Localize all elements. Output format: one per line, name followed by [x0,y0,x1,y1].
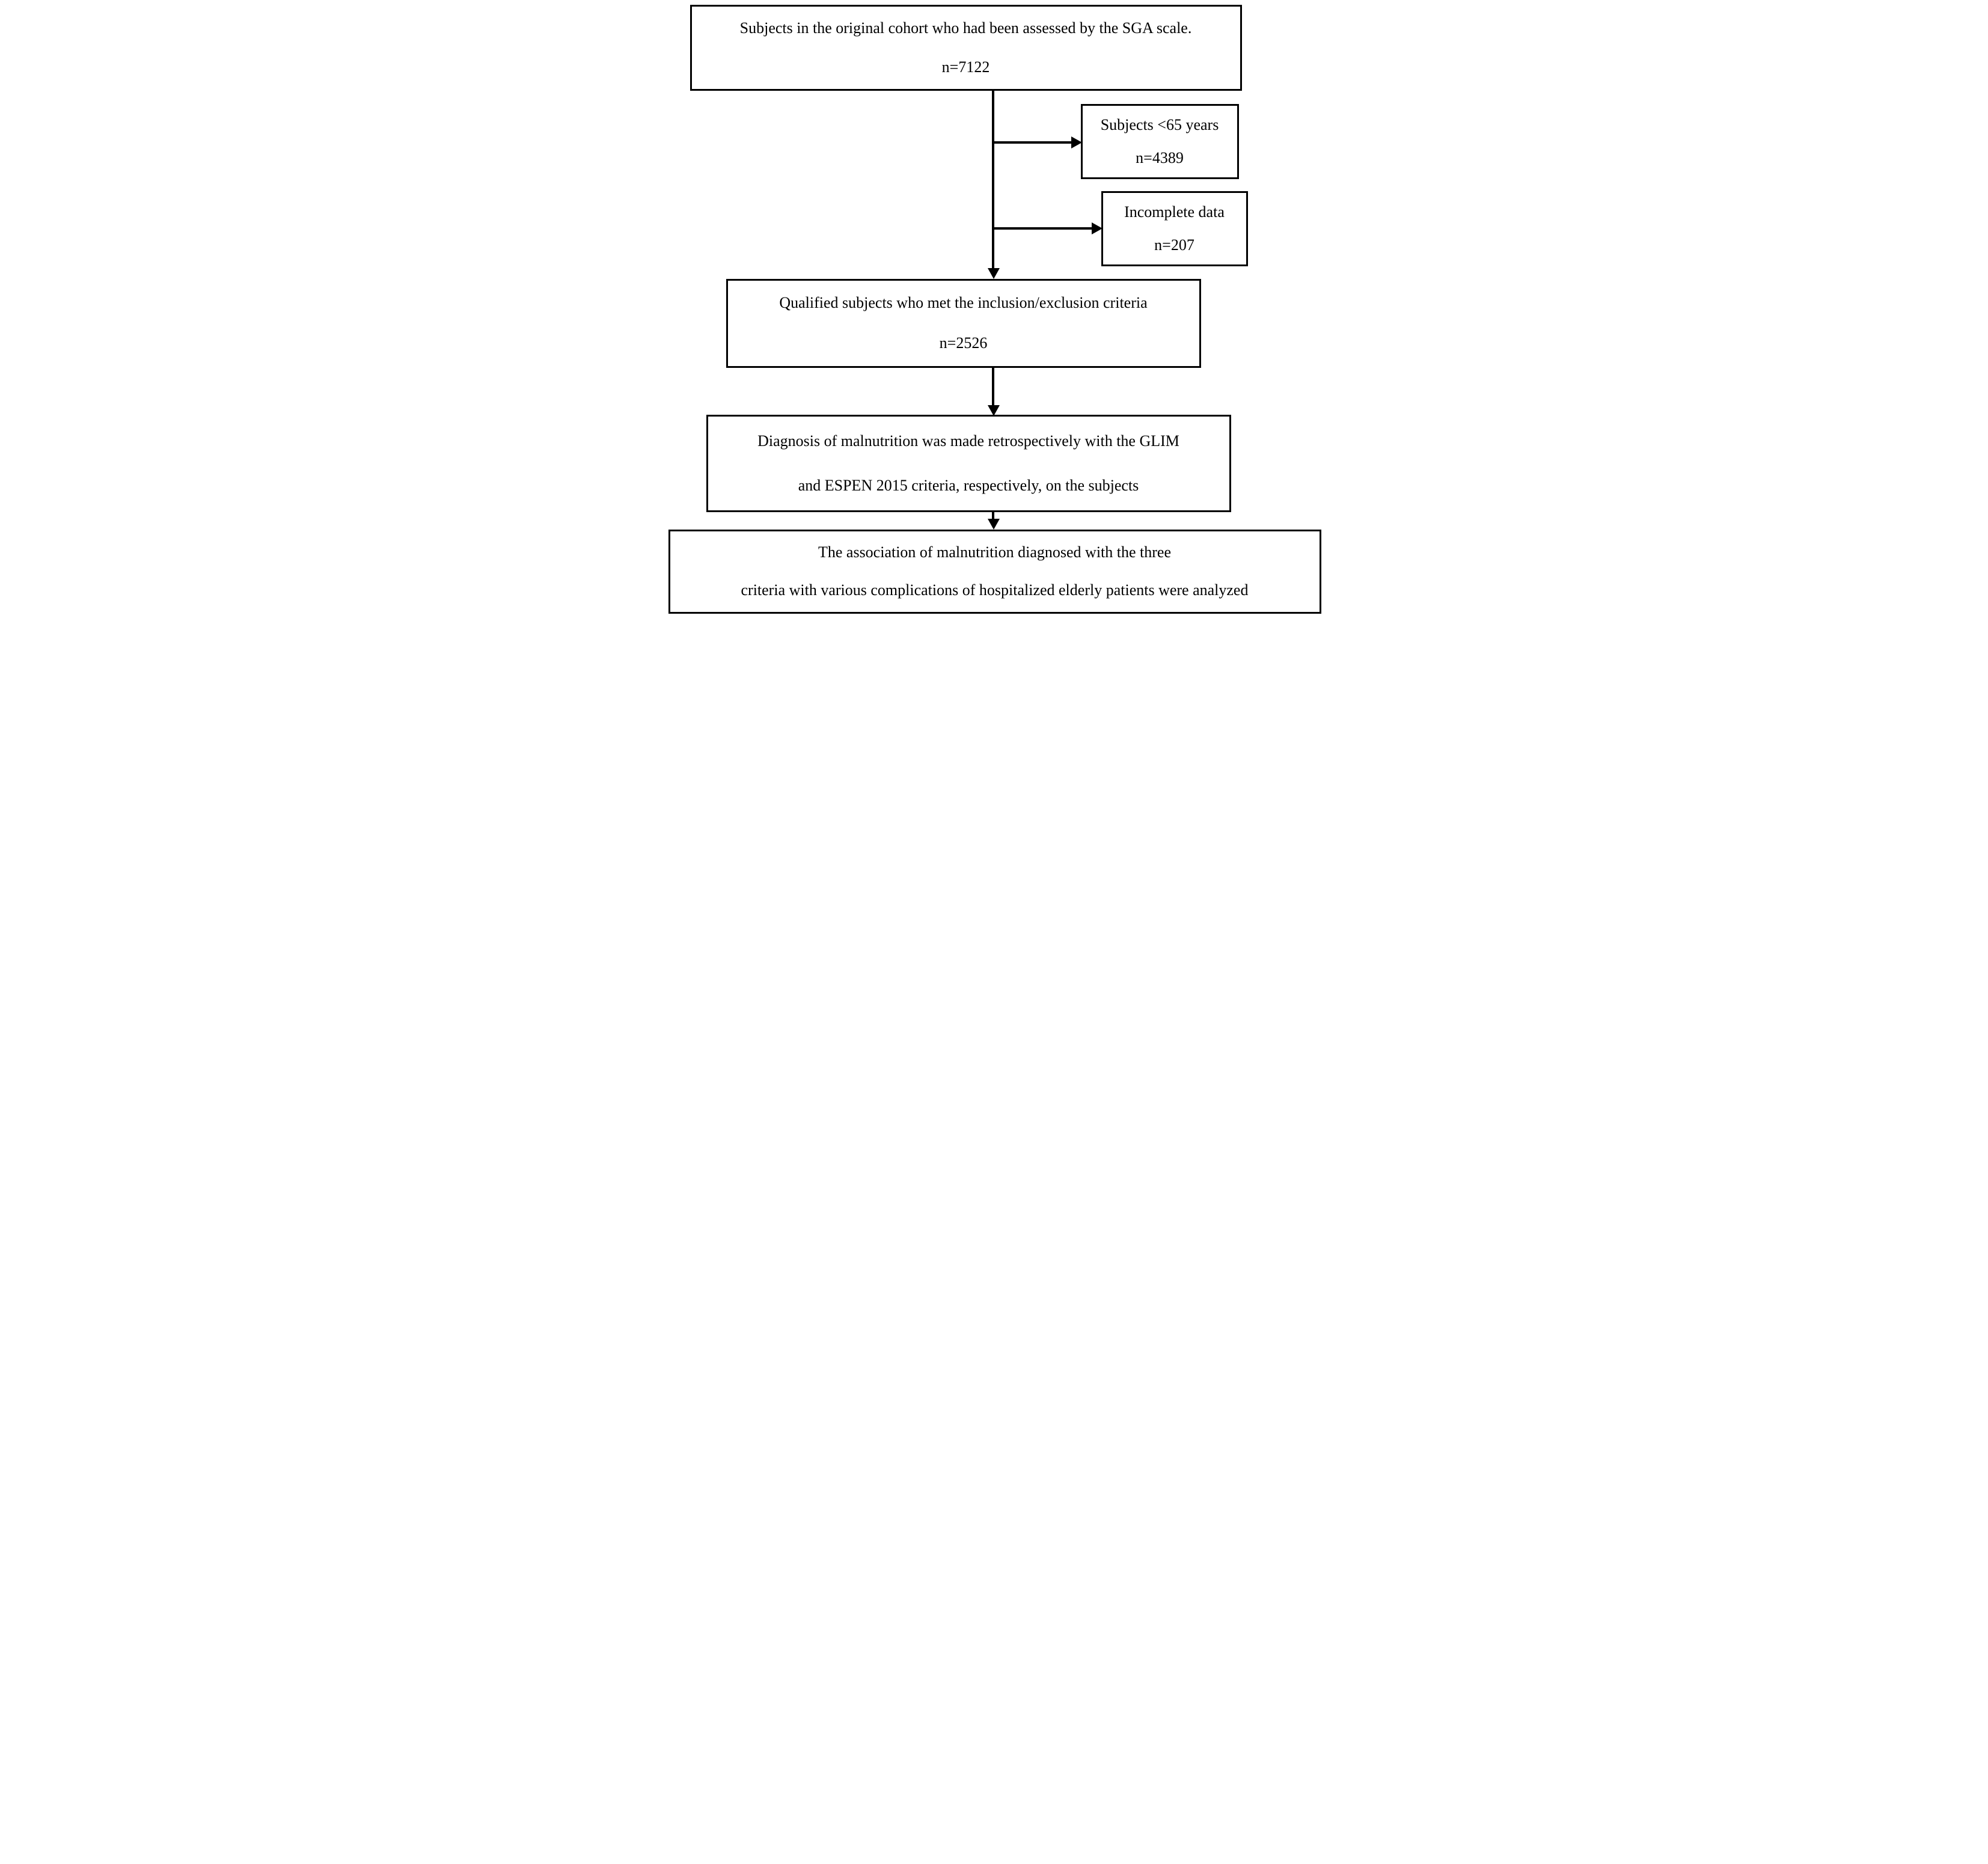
arrow-right-icon [1071,136,1082,148]
box-excluded-incomplete-data-text: Incomplete data [1124,203,1225,221]
box-qualified-subjects: Qualified subjects who met the inclusion… [726,279,1201,368]
connector-branch-to-incomplete-line [992,227,1092,230]
arrow-down-icon [987,405,1000,416]
box-association-analysis: The association of malnutrition diagnose… [668,530,1321,614]
arrow-right-icon [1091,222,1103,234]
connector-branch-to-under-65-line [992,141,1071,144]
arrow-down-icon [987,519,1000,530]
box-association-analysis-text-line2: criteria with various complications of h… [741,581,1249,599]
box-diagnosis-criteria-text-line1: Diagnosis of malnutrition was made retro… [757,432,1179,450]
box-qualified-subjects-count: n=2526 [939,334,988,352]
connector-diagnosis-to-analysis-line [991,512,994,520]
box-original-cohort: Subjects in the original cohort who had … [690,5,1242,91]
box-excluded-incomplete-data-count: n=207 [1154,236,1194,254]
box-association-analysis-text-line1: The association of malnutrition diagnose… [818,543,1172,561]
connector-cohort-to-qualified-line [991,90,994,269]
box-excluded-under-65-count: n=4389 [1136,149,1184,167]
box-excluded-under-65: Subjects <65 years n=4389 [1080,104,1239,179]
box-diagnosis-criteria: Diagnosis of malnutrition was made retro… [706,415,1231,512]
connector-qualified-to-diagnosis-line [991,368,994,406]
box-original-cohort-text: Subjects in the original cohort who had … [739,19,1192,37]
box-qualified-subjects-text: Qualified subjects who met the inclusion… [779,294,1148,312]
flowchart-canvas: Subjects in the original cohort who had … [662,0,1326,622]
box-diagnosis-criteria-text-line2: and ESPEN 2015 criteria, respectively, o… [798,476,1139,494]
box-original-cohort-count: n=7122 [941,58,990,76]
box-excluded-incomplete-data: Incomplete data n=207 [1101,191,1248,266]
arrow-down-icon [987,268,1000,279]
box-excluded-under-65-text: Subjects <65 years [1100,115,1219,133]
